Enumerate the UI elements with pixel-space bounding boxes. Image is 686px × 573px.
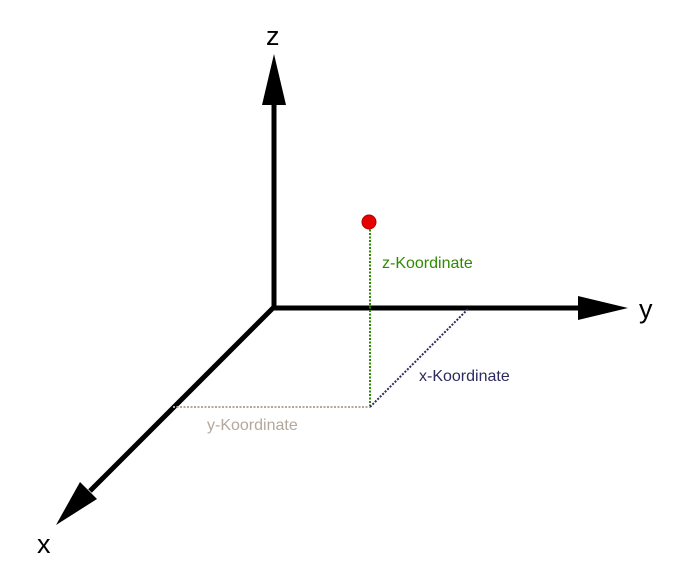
x-axis-arrowhead bbox=[56, 482, 97, 525]
y-axis-label: y bbox=[639, 294, 653, 324]
y-coordinate-label: y-Koordinate bbox=[207, 417, 298, 434]
z-axis-arrowhead bbox=[262, 54, 286, 105]
x-coordinate-line bbox=[369, 307, 470, 408]
point-marker bbox=[361, 214, 377, 230]
x-axis-label: x bbox=[37, 529, 51, 559]
z-axis-label: z bbox=[266, 21, 280, 51]
x-axis-line bbox=[88, 304, 277, 493]
z-coordinate-label: z-Koordinate bbox=[382, 255, 473, 272]
x-coordinate-label: x-Koordinate bbox=[419, 368, 510, 385]
y-axis-arrowhead bbox=[578, 296, 628, 320]
